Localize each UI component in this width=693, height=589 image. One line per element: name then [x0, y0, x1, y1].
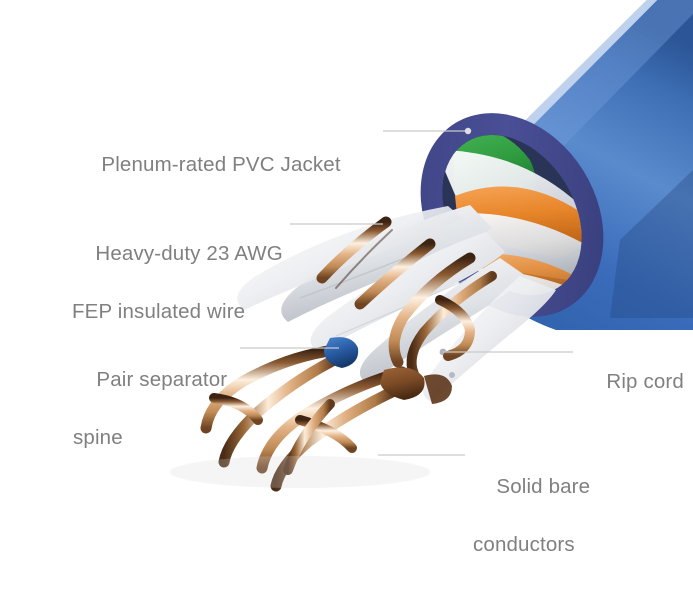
label-pair-separator-line1: Pair separator: [96, 368, 228, 391]
label-insulated-wire: Heavy-duty 23 AWG FEP insulated wire: [72, 210, 283, 384]
leader-endpoint-dots: [464, 127, 472, 135]
label-pair-separator: Pair separator spine: [73, 336, 227, 510]
leader-lines: [240, 130, 573, 456]
label-insulated-wire-line2: FEP insulated wire: [72, 300, 246, 323]
label-solid-bare-conductors-line1: Solid bare: [496, 475, 591, 498]
leader-dot-plenum-jacket: [464, 127, 472, 135]
label-rip-cord-line1: Rip cord: [606, 370, 684, 393]
label-plenum-jacket: Plenum-rated PVC Jacket: [78, 121, 341, 208]
label-pair-separator-line2: spine: [73, 426, 123, 449]
label-plenum-jacket-line1: Plenum-rated PVC Jacket: [101, 153, 341, 176]
insulation-stubs: [324, 337, 452, 404]
label-solid-bare-conductors: Solid bare conductors: [473, 443, 590, 589]
label-solid-bare-conductors-line2: conductors: [473, 533, 575, 556]
label-insulated-wire-line1: Heavy-duty 23 AWG: [95, 242, 283, 265]
brown-insulation-stub: [380, 367, 425, 400]
bare-copper-conductors: [200, 216, 497, 492]
blue-insulation-stub: [324, 337, 359, 368]
label-rip-cord: Rip cord: [583, 338, 684, 425]
